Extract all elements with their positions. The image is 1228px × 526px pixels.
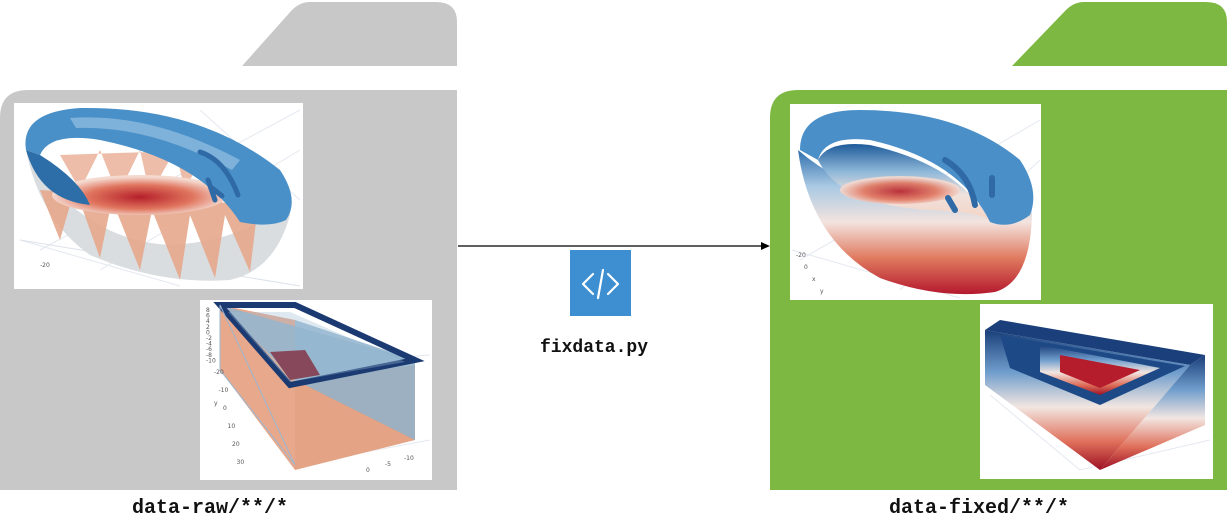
fixed-bowl-tick: y	[820, 288, 824, 295]
raw-box-x-tick: -10	[404, 455, 414, 462]
raw-box-z-tick: -10	[206, 357, 216, 364]
fixed-folder-label: data-fixed/**/*	[889, 497, 1070, 520]
raw-box-y-title: y	[214, 400, 218, 407]
fixed-box-thumbnail	[980, 304, 1213, 479]
raw-box-y-tick: 30	[237, 459, 245, 466]
raw-bowl-thumbnail: -20	[14, 103, 303, 289]
raw-box-x-tick: 0	[366, 467, 370, 474]
raw-box-y-tick: 20	[232, 441, 240, 448]
raw-box-z-tick: 8	[206, 307, 210, 314]
fixed-bowl-tick: x	[812, 276, 816, 283]
raw-box-y-ticks: -20 -10 0 10 20 30	[214, 369, 244, 466]
fixed-bowl-tick: 0	[804, 264, 808, 271]
fixed-folder-tab	[1012, 2, 1227, 66]
raw-box-x-tick: -5	[385, 461, 391, 468]
raw-box-y-tick: 10	[228, 423, 236, 430]
raw-box-x-ticks: 0 -5 -10	[366, 455, 414, 474]
raw-bowl-tick: -20	[40, 262, 50, 269]
raw-folder-label: data-raw/**/*	[132, 497, 289, 520]
raw-folder-tab	[242, 2, 457, 66]
script-label: fixdata.py	[540, 338, 649, 358]
fixed-bowl-thumbnail: -20 0xy	[790, 104, 1041, 300]
fixed-bowl-ticks: -20 0xy	[796, 252, 824, 295]
raw-box-y-tick: 0	[223, 405, 227, 412]
raw-box-y-tick: -10	[219, 387, 229, 394]
raw-box-z-tick: -2	[206, 335, 212, 342]
raw-box-z-tick: 6	[206, 313, 210, 320]
raw-box-z-tick: 4	[206, 318, 210, 325]
code-file-icon	[570, 250, 631, 316]
raw-box-z-tick: 2	[206, 324, 210, 331]
fixed-bowl-tick: -20	[796, 252, 806, 259]
raw-box-z-tick: -8	[206, 352, 212, 359]
raw-box-y-tick: -20	[214, 369, 224, 376]
transform-arrow	[458, 242, 770, 250]
raw-box-z-tick: -6	[206, 346, 212, 353]
raw-box-z-tick: 0	[206, 329, 210, 336]
raw-box-z-tick: -4	[206, 341, 212, 348]
